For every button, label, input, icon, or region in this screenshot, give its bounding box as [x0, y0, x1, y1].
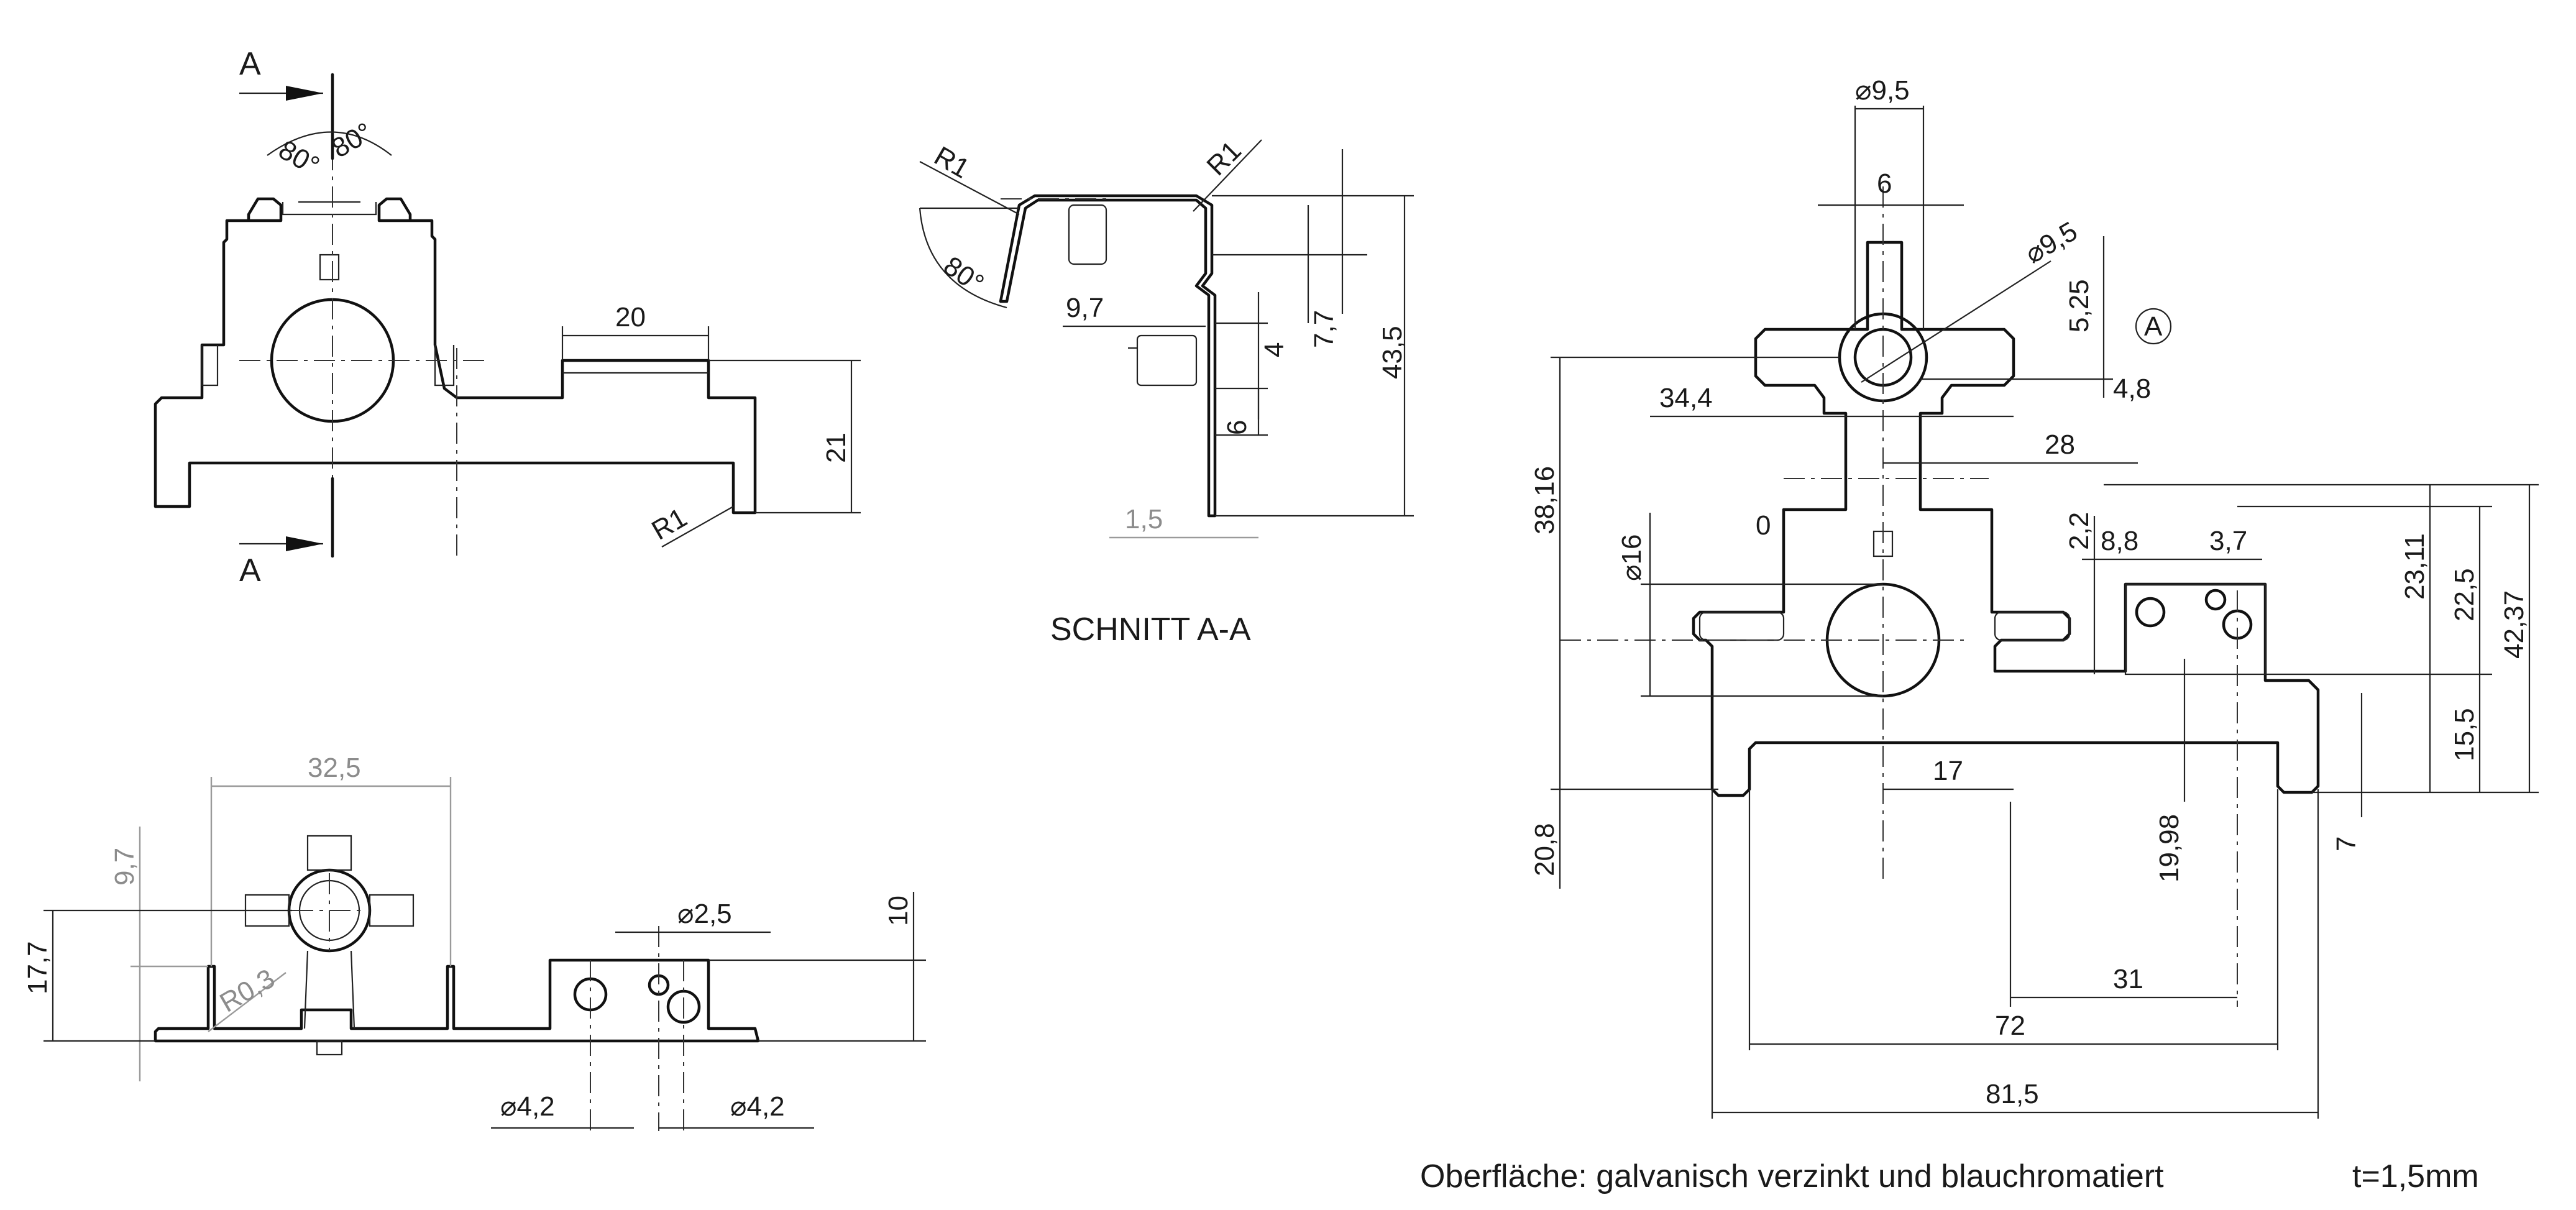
- dim-20-text: 20: [615, 302, 646, 332]
- dim-hole-left-text: ⌀4,2: [500, 1091, 555, 1122]
- dim-zero-text: 0: [1756, 510, 1771, 541]
- front-view-angle-right: 80°: [327, 117, 378, 164]
- front-view: A A 80° 80° 20 21 R1: [154, 46, 861, 589]
- section-title: SCHNITT A-A: [1050, 612, 1251, 648]
- front-view-slot-right: [434, 345, 455, 387]
- dim-525-text: 5,25: [2064, 279, 2094, 332]
- front-view-outline: [154, 197, 757, 515]
- section-angle-arc: [919, 208, 1007, 309]
- front-view-slot-left: [201, 345, 219, 387]
- main-view-hole-small: [2204, 589, 2227, 611]
- dim-72-text: 72: [1995, 1011, 2025, 1041]
- dim-7-text: 7: [2331, 836, 2362, 851]
- dim-88-text: 8,8: [2101, 526, 2138, 556]
- main-view-slot-left: [1698, 611, 1785, 641]
- main-view-hole-a: [2135, 597, 2166, 628]
- section-r1-left-text: R1: [929, 140, 974, 185]
- section-a-arrowhead-top: [286, 86, 323, 101]
- main-view: ⌀9,5 6 ⌀9,5 5,25 4,8 A 34,4 28 38,16 0 ⌀…: [1529, 75, 2539, 1119]
- section-angle-text: 80°: [938, 250, 989, 299]
- dim-4-text: 4: [1259, 342, 1290, 357]
- section-view-pin: [1136, 334, 1198, 387]
- dim-15-text: 1,5: [1125, 504, 1163, 534]
- dim-6m-text: 6: [1877, 168, 1892, 199]
- front-view-angle-arc: [267, 131, 392, 156]
- dim-17-text: 17: [1933, 756, 1963, 786]
- dim-10-text: 10: [883, 896, 914, 926]
- dim-435-text: 43,5: [1377, 326, 1408, 379]
- section-view: R1 R1 80° 9,7 4 6 7,7 43,5 1,5 SCHNI: [919, 135, 1414, 648]
- dim-hole-diag-line: [1861, 260, 2051, 383]
- dim-1998-text: 19,98: [2154, 814, 2184, 882]
- front-view-angle-left: 80°: [273, 134, 324, 181]
- dim-344-text: 34,4: [1659, 383, 1713, 413]
- dim-177-text: 17,7: [22, 941, 53, 994]
- bottom-view-pin: [316, 1040, 343, 1056]
- dim-225-text: 22,5: [2449, 568, 2480, 621]
- dim-208-text: 20,8: [1529, 823, 1560, 876]
- front-view-r1-text: R1: [647, 502, 692, 546]
- datum-circle: [2135, 308, 2172, 345]
- front-view-tab-top: [282, 201, 377, 216]
- bottom-view-lug-right: [369, 894, 415, 927]
- dim-3816-text: 38,16: [1529, 466, 1560, 534]
- dim-21-text: 21: [821, 433, 851, 463]
- bottom-view: 32,5 9,7 17,7 R0,3 ⌀2,5 10 ⌀4,2 ⌀4,2: [22, 753, 926, 1131]
- dim-325-text: 32,5: [308, 753, 361, 783]
- dim-22-text: 2,2: [2064, 512, 2094, 550]
- front-view-r1-leader: [661, 506, 734, 548]
- thickness-note: t=1,5mm: [2352, 1158, 2479, 1194]
- r03-leader: [208, 972, 286, 1032]
- dim-top-hole-text: ⌀9,5: [1855, 75, 1910, 106]
- dim-31-text: 31: [2113, 964, 2143, 994]
- section-a-arrowhead-bottom: [286, 536, 323, 551]
- dim-hole-right-text: ⌀4,2: [730, 1091, 785, 1122]
- section-view-tab: [1068, 204, 1107, 265]
- section-r1-right-leader: [1193, 139, 1262, 212]
- dim-6-text: 6: [1222, 420, 1252, 435]
- section-r1-left-leader: [919, 161, 1020, 215]
- r03-text: R0,3: [215, 963, 280, 1019]
- bottom-view-lug-top: [306, 835, 352, 871]
- front-view-small-square: [319, 254, 340, 281]
- section-a-label-bottom: A: [239, 552, 261, 589]
- main-view-tab-strip: [2124, 583, 2267, 676]
- dim-815-text: 81,5: [1986, 1079, 2039, 1109]
- dim-155-text: 15,5: [2449, 708, 2480, 761]
- dim-37-text: 3,7: [2209, 526, 2247, 556]
- dim-hole-small-text: ⌀2,5: [677, 899, 732, 929]
- dim-97b-text: 9,7: [109, 848, 140, 886]
- dim-77-text: 7,7: [1309, 310, 1339, 348]
- bottom-view-stem: [303, 950, 355, 1029]
- datum-label: A: [2144, 311, 2163, 342]
- surface-note: Oberfläche: galvanisch verzinkt und blau…: [1420, 1158, 2164, 1194]
- dim-hole-diag-text: ⌀9,5: [2020, 216, 2083, 269]
- dim-2311-text: 23,11: [2400, 533, 2430, 600]
- dim-28-text: 28: [2045, 429, 2075, 460]
- main-view-outline: [1692, 241, 2320, 797]
- section-view-outline: [999, 194, 1217, 518]
- dim-4237-text: 42,37: [2499, 590, 2529, 659]
- dim-97-text: 9,7: [1066, 293, 1104, 323]
- section-a-label-top: A: [239, 46, 261, 82]
- dim-48-text: 4,8: [2113, 374, 2151, 404]
- dim-16-text: ⌀16: [1616, 534, 1647, 581]
- main-view-slot-right: [1994, 611, 2071, 641]
- section-r1-right-text: R1: [1201, 135, 1247, 181]
